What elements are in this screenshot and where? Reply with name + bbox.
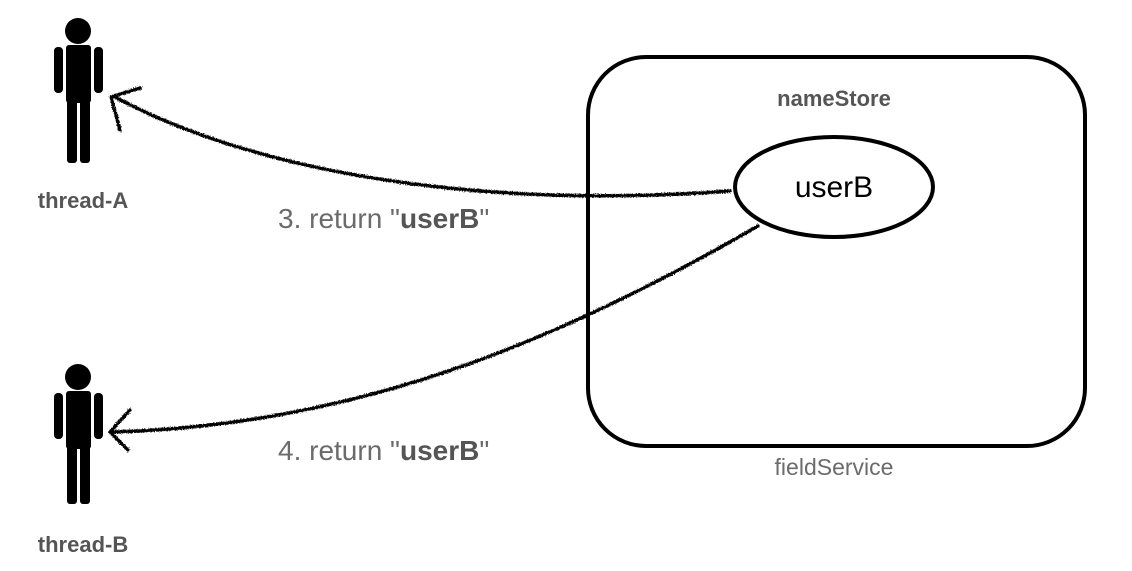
arrow-to-thread-a-head <box>109 86 142 132</box>
arrow-to-thread-a <box>109 86 732 198</box>
thread-a-person-icon <box>54 18 103 163</box>
field-service-box <box>586 55 1087 448</box>
arrow-label-return-a: 3. return "userB" <box>278 203 489 234</box>
store-value-ellipse <box>733 135 935 239</box>
arrow-label-return-b: 4. return "userB" <box>278 435 489 466</box>
arrow-to-thread-b-line <box>111 224 760 434</box>
field-service-label: fieldService <box>775 454 894 480</box>
arrow-to-thread-b <box>108 224 760 452</box>
store-value-text: userB <box>795 171 873 204</box>
name-store-label: nameStore <box>777 86 891 111</box>
thread-a-label: thread-A <box>38 188 129 213</box>
arrow-to-thread-b-head <box>108 408 132 452</box>
thread-b-person-icon <box>54 364 103 504</box>
arrow-to-thread-a-line <box>111 94 732 198</box>
thread-b-label: thread-B <box>38 532 128 557</box>
